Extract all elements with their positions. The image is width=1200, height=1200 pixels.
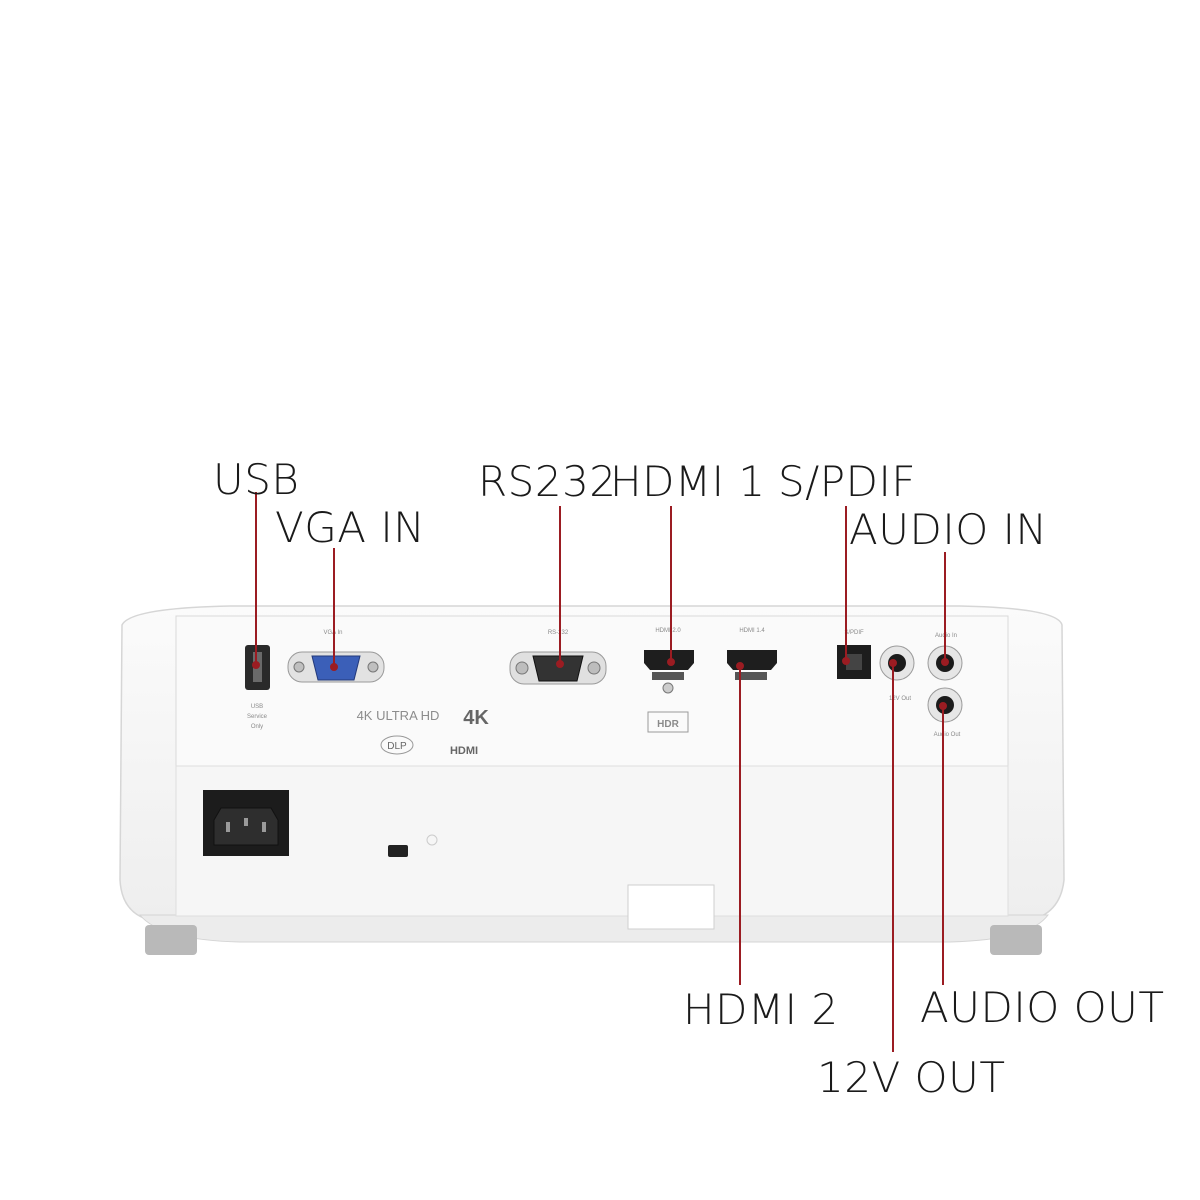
leader-audio-in-dot: [941, 658, 949, 666]
leader-hdmi2-dot: [736, 662, 744, 670]
callout-usb: USB: [213, 455, 300, 504]
rs232-panel-label: RS-232: [548, 630, 569, 636]
brand-logos: 4K ULTRA HD 4K DLP HDMI: [357, 707, 490, 757]
callout-hdmi1: HDMI 1: [610, 457, 766, 506]
callout-12v-out: 12V OUT: [817, 1053, 1006, 1102]
hdmi-logo: HDMI: [450, 745, 478, 757]
callout-hdmi2: HDMI 2: [683, 985, 839, 1034]
callout-rs232: RS232: [478, 457, 617, 506]
audio-out-panel-label: Audio Out: [934, 732, 961, 738]
hdr-logo: HDR: [657, 719, 679, 730]
usb-panel-label: USB: [251, 704, 263, 710]
dlp-logo: DLP: [387, 741, 407, 752]
callout-spdif: S/PDIF: [778, 457, 917, 506]
usb-panel-label-3: Only: [251, 724, 263, 730]
leader-usb-dot: [252, 661, 260, 669]
4k-logo: 4K: [463, 707, 489, 729]
leader-vga-dot: [330, 663, 338, 671]
projector-body: [119, 605, 1065, 955]
leader-spdif-dot: [842, 657, 850, 665]
leader-hdmi1-dot: [667, 658, 675, 666]
rs232-port: RS-232: [509, 630, 607, 685]
power-socket: [203, 790, 289, 856]
ultra-hd-logo: 4K ULTRA HD: [357, 708, 440, 723]
usb-port: USB Service Only: [245, 645, 270, 730]
12v-panel-label: 12V Out: [889, 696, 911, 702]
spdif-panel-label: S/PDIF: [844, 630, 864, 636]
hdmi2-panel-label: HDMI 1.4: [739, 628, 765, 634]
callout-vga-in: VGA IN: [275, 503, 426, 552]
leader-lines: [252, 492, 949, 1052]
usb-panel-label-2: Service: [247, 714, 268, 720]
callout-audio-out: AUDIO OUT: [920, 983, 1165, 1032]
leader-12v-dot: [889, 659, 897, 667]
leader-rs232-dot: [556, 660, 564, 668]
kensington-slot: [388, 834, 438, 857]
hdmi1-panel-label: HDMI 2.0: [655, 628, 681, 634]
leader-audio-out-dot: [939, 702, 947, 710]
callout-audio-in: AUDIO IN: [849, 505, 1048, 554]
